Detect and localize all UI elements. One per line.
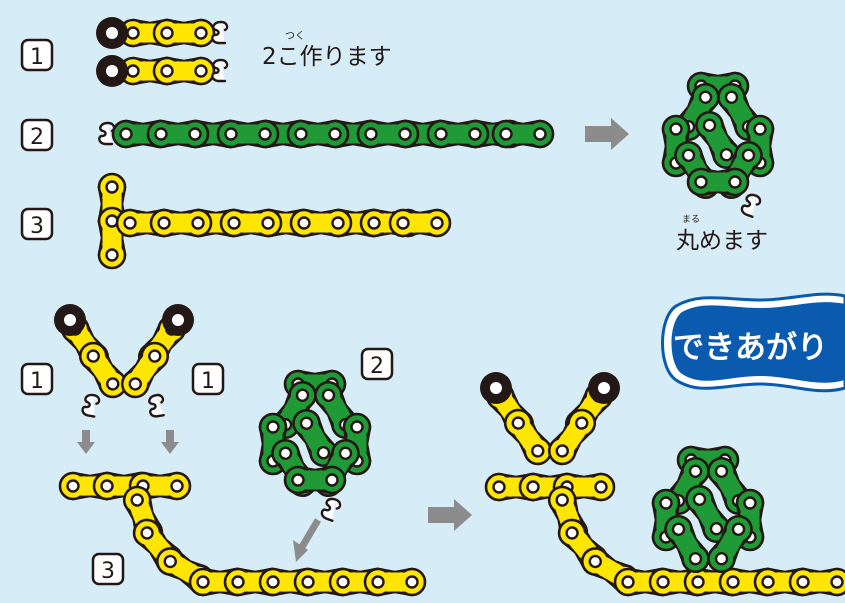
eye-stalk-top (96, 17, 229, 49)
right-arm-label-box: 1 (191, 362, 225, 396)
body-label: 3 (101, 559, 115, 584)
make-two-ruby: つく (285, 31, 305, 42)
arrow-right-icon (585, 118, 629, 150)
eye-icon (480, 372, 512, 404)
make-two-text: つく 2こ作ります (262, 31, 392, 70)
arrow-down-icon (77, 430, 95, 454)
shell-label: 2 (370, 354, 384, 379)
hook-icon (739, 191, 763, 219)
done-label: できあがり (673, 330, 828, 366)
step-1-box: 1 (20, 38, 54, 72)
eye-icon (54, 304, 86, 336)
arrow-right-icon (428, 499, 472, 531)
step-2-label: 2 (30, 125, 44, 150)
eye-icon (96, 17, 128, 49)
step-2-box: 2 (20, 118, 54, 152)
rolled-shell (661, 71, 775, 219)
green-chain (98, 119, 555, 149)
step-3-label: 3 (30, 214, 44, 239)
roll-up-ruby: まる (682, 214, 700, 225)
right-arm-label: 1 (201, 369, 215, 394)
step-1-label: 1 (30, 45, 44, 70)
done-badge: できあがり (661, 292, 845, 393)
roll-up-text: まる 丸めます (676, 214, 768, 254)
shell-label-box: 2 (360, 347, 394, 381)
hook-icon (146, 392, 167, 419)
arrow-down-icon (161, 430, 179, 454)
right-arm (115, 304, 194, 419)
left-arm-label-box: 1 (20, 362, 54, 396)
finished-snail (480, 372, 845, 598)
roll-up-label: 丸めます (676, 228, 768, 254)
eye-stalk-bottom (96, 55, 229, 87)
left-arm (54, 304, 133, 419)
eye-icon (96, 55, 128, 87)
step-3-box: 3 (20, 207, 54, 241)
hook-icon (80, 392, 102, 419)
make-two-label: 2こ作ります (262, 44, 392, 70)
hook-icon (319, 495, 343, 523)
eye-icon (162, 304, 194, 336)
diag-arrow-icon (293, 518, 322, 562)
eye-icon (588, 372, 620, 404)
assembly-shell (258, 369, 372, 523)
left-arm-label: 1 (30, 369, 44, 394)
body-label-box: 3 (91, 552, 125, 586)
body-t-piece (97, 172, 452, 270)
